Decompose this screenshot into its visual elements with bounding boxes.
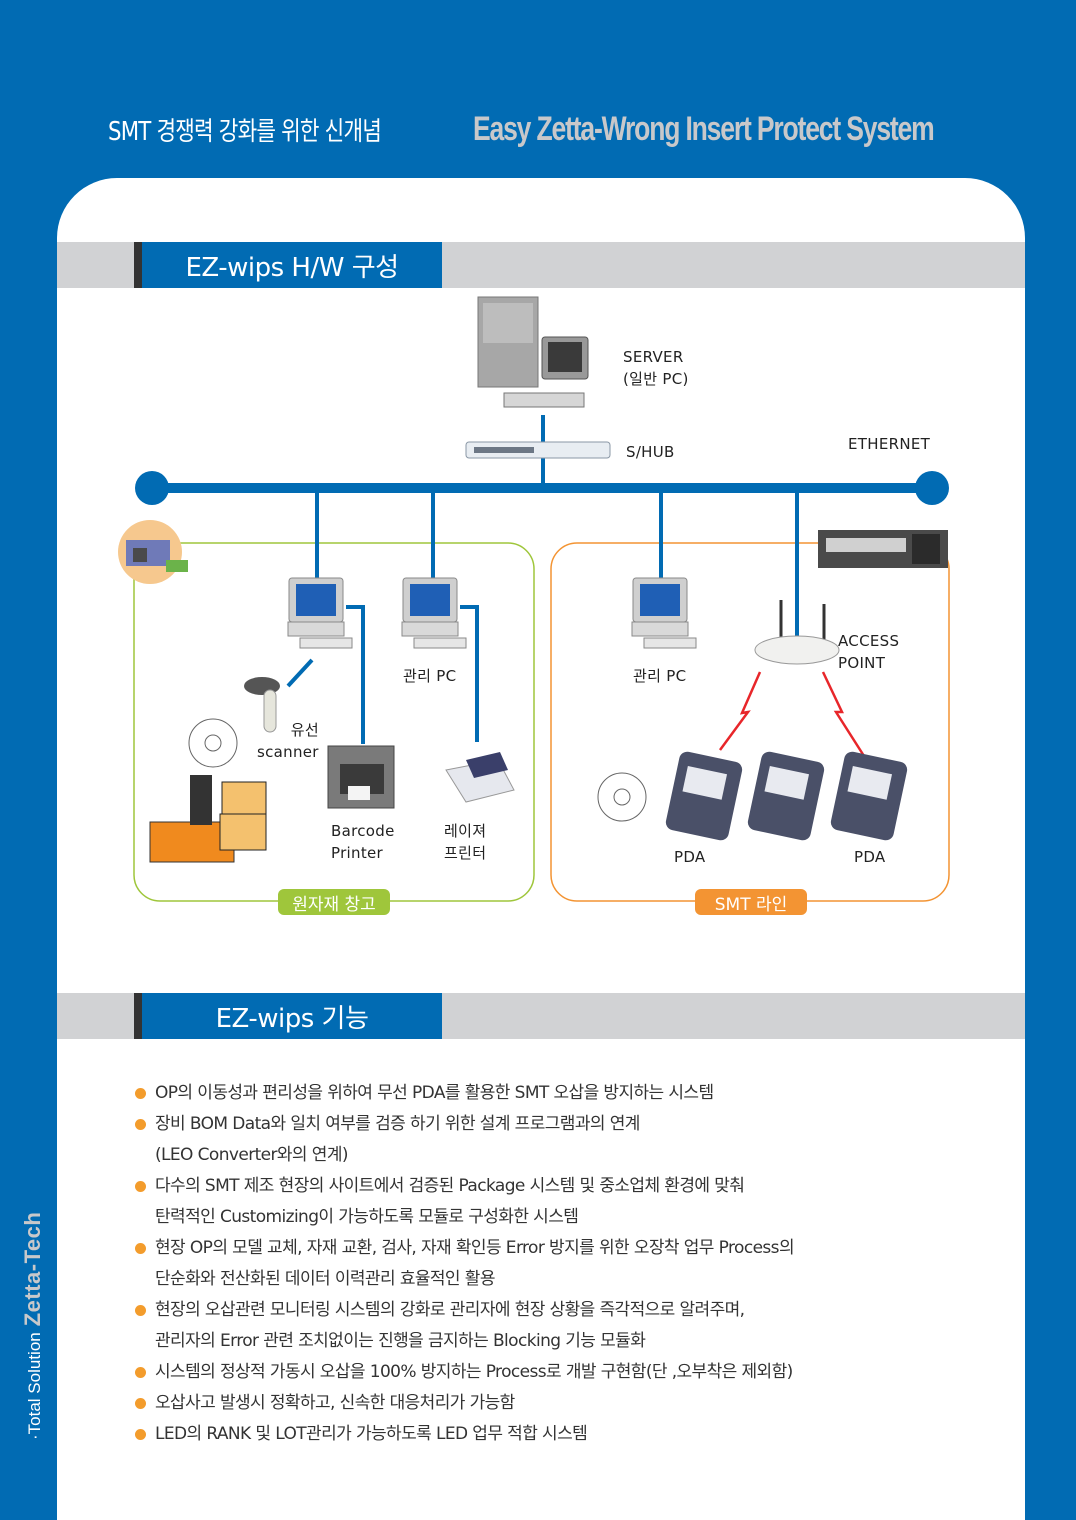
section-header-features: EZ-wips 기능 — [57, 993, 1025, 1039]
warehouse-admin-pc-label: 관리 PC — [403, 667, 457, 685]
page-headline: SMT 경쟁력 강화를 위한 신개념 Easy Zetta-Wrong Inse… — [108, 110, 1063, 154]
feature-item: OP의 이동성과 편리성을 위하여 무선 PDA를 활용한 SMT 오삽을 방지… — [133, 1078, 794, 1109]
headline-korean: SMT 경쟁력 강화를 위한 신개념 — [108, 117, 382, 147]
feature-item: 시스템의 정상적 가동시 오삽을 100% 방지하는 Process로 개발 구… — [133, 1357, 794, 1388]
pda-icon-2 — [747, 751, 825, 841]
pc-icon-warehouse-2 — [401, 577, 467, 649]
pda-icon-3 — [830, 751, 908, 841]
feature-item: 다수의 SMT 제조 현장의 사이트에서 검증된 Package 시스템 및 중… — [133, 1171, 794, 1233]
feature-item: 현장의 오삽관련 모니터링 시스템의 강화로 관리자에 현장 상황을 즉각적으로… — [133, 1295, 794, 1357]
section-title-hw: EZ-wips H/W 구성 — [134, 242, 442, 288]
pc-icon-warehouse-1 — [287, 577, 353, 649]
reel-icon-warehouse — [188, 718, 238, 768]
reel-icon-smt — [597, 772, 647, 822]
section-header-hw: EZ-wips H/W 구성 — [57, 242, 1025, 288]
smt-machine-icon — [818, 530, 948, 568]
headline-english: Easy Zetta-Wrong Insert Protect System — [473, 110, 935, 148]
wireless-link-right — [821, 671, 866, 757]
pda-icon-1 — [665, 751, 743, 841]
brand-name: Zetta-Tech — [20, 1211, 45, 1327]
barcode-printer-icon — [327, 745, 395, 809]
pda-label-right: PDA — [854, 848, 886, 866]
scanner-label-kr: 유선 — [290, 721, 319, 739]
brand-tagline: ·Total Solution — [25, 1332, 44, 1440]
bus-end-right — [915, 471, 949, 505]
pda-label-left: PDA — [674, 848, 706, 866]
server-label: SERVER (일반 PC) — [623, 348, 689, 388]
feature-item: 장비 BOM Data와 일치 여부를 검증 하기 위한 설계 프로그램과의 연… — [133, 1109, 794, 1171]
warehouse-zone-tag: 원자재 창고 — [278, 889, 390, 915]
feature-item: 현장 OP의 모델 교체, 자재 교환, 검사, 자재 확인등 Error 방지… — [133, 1233, 795, 1295]
access-point-label: ACCESS POINT — [838, 632, 900, 672]
smt-zone-tag: SMT 라인 — [695, 889, 807, 915]
feature-item: 오삽사고 발생시 정확하고, 신속한 대응처리가 가능함 — [133, 1388, 794, 1419]
side-brand: ·Total Solution Zetta-Tech — [20, 1212, 46, 1440]
server-icon — [477, 296, 589, 408]
wireless-link-left — [718, 671, 762, 751]
hub-label: S/HUB — [626, 443, 675, 461]
feature-item: LED의 RANK 및 LOT관리가 가능하도록 LED 업무 적합 시스템 — [133, 1419, 794, 1450]
barcode-scanner-icon — [244, 677, 280, 733]
ethernet-label: ETHERNET — [848, 435, 931, 453]
scanner-label-en: scanner — [257, 743, 319, 761]
section-title-features: EZ-wips 기능 — [134, 993, 442, 1039]
feature-list: OP의 이동성과 편리성을 위하여 무선 PDA를 활용한 SMT 오삽을 방지… — [133, 1078, 795, 1450]
pc-icon-smt — [631, 577, 697, 649]
laser-printer-label: 레이져 프린터 — [444, 822, 487, 862]
forklift-icon — [149, 775, 267, 863]
smt-admin-pc-label: 관리 PC — [633, 667, 687, 685]
laser-printer-icon — [445, 752, 515, 803]
access-point-icon — [754, 600, 840, 665]
switch-hub-icon — [465, 441, 611, 459]
barcode-printer-label: Barcode Printer — [331, 822, 395, 862]
warehouse-icon — [118, 520, 188, 584]
network-links — [286, 415, 799, 744]
bus-end-left — [135, 471, 169, 505]
